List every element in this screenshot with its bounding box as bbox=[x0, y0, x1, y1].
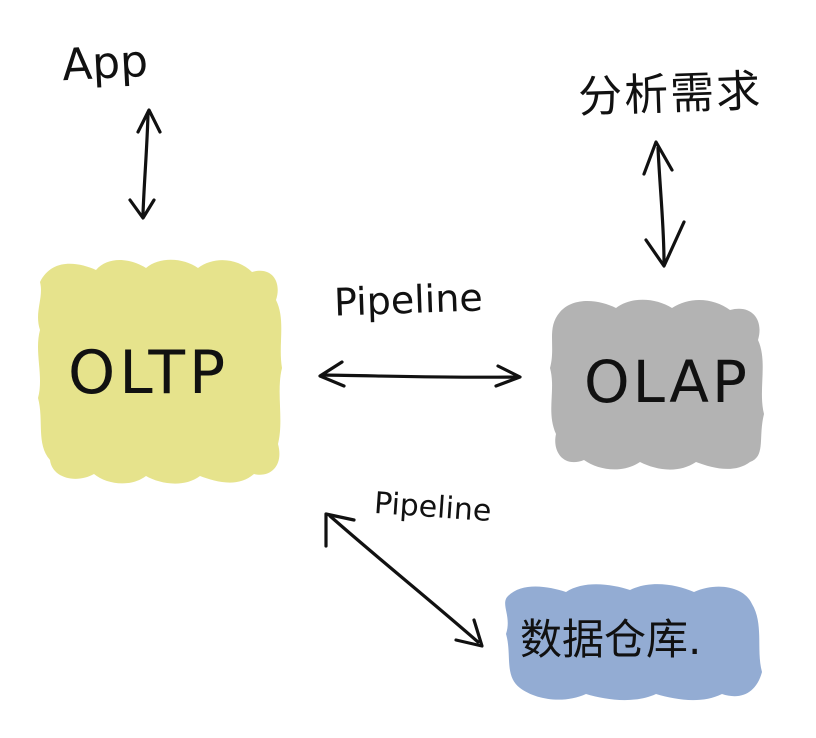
olap-label: OLAP bbox=[584, 348, 750, 416]
app-label: App bbox=[60, 35, 150, 92]
oltp-box bbox=[38, 259, 282, 484]
oltp-label: OLTP bbox=[68, 338, 230, 408]
olap-box bbox=[550, 299, 764, 470]
pipeline-label-top: Pipeline bbox=[333, 275, 484, 325]
analysis-requirement-label: 分析需求 bbox=[577, 65, 763, 124]
arrow-app-oltp bbox=[128, 108, 162, 220]
arrow-requirement-olap bbox=[642, 140, 686, 268]
data-warehouse-label: 数据仓库. bbox=[520, 615, 702, 664]
warehouse-box bbox=[505, 584, 762, 701]
arrow-oltp-olap bbox=[318, 360, 522, 388]
arrow-oltp-warehouse bbox=[324, 512, 484, 648]
